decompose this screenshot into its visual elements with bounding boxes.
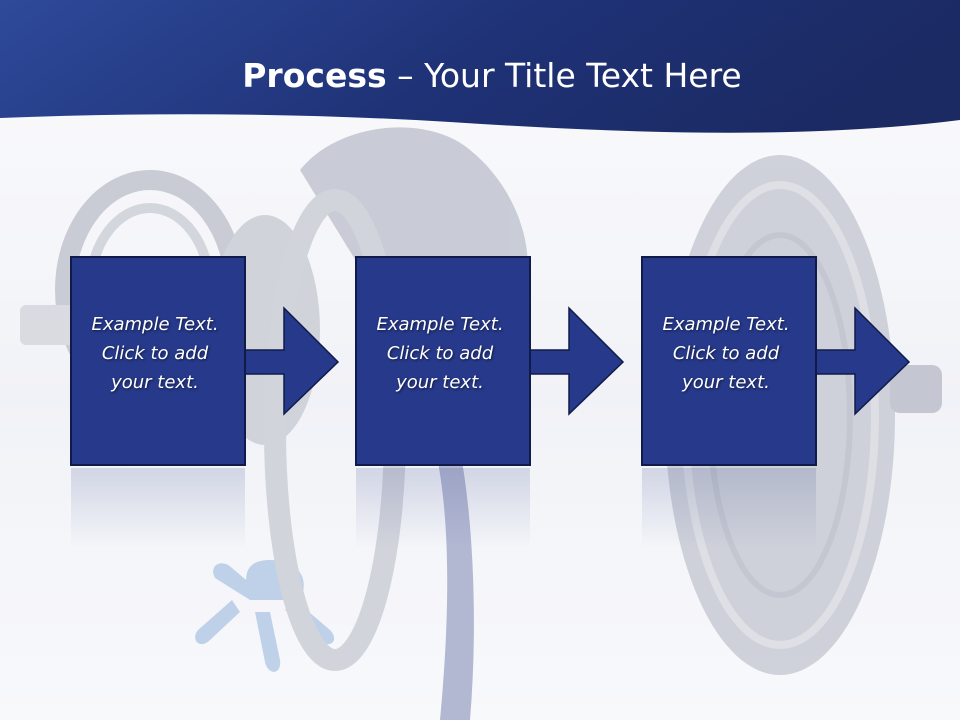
process-step-shape (355, 256, 625, 466)
process-step-3[interactable]: Example Text. Click to add your text. (641, 256, 911, 466)
step-reflection (71, 468, 245, 548)
step-text-line: Click to add (386, 343, 494, 364)
step-text-line: Click to add (101, 343, 209, 364)
step-text-line: your text. (682, 372, 770, 393)
right-arrow-icon (524, 306, 625, 416)
process-step-1[interactable]: Example Text. Click to add your text. (70, 256, 340, 466)
step-reflection (356, 468, 530, 548)
step-text[interactable]: Example Text. Click to add your text. (355, 310, 525, 397)
step-text[interactable]: Example Text. Click to add your text. (641, 310, 811, 397)
slide-title[interactable]: Process – Your Title Text Here (0, 54, 960, 98)
process-step-2[interactable]: Example Text. Click to add your text. (355, 256, 625, 466)
title-band (0, 0, 960, 133)
step-text-line: Example Text. (376, 314, 504, 335)
step-text-line: Example Text. (91, 314, 219, 335)
step-text-line: Click to add (672, 343, 780, 364)
process-step-shape (641, 256, 911, 466)
step-text[interactable]: Example Text. Click to add your text. (70, 310, 240, 397)
title-bold: Process (242, 56, 387, 95)
process-step-shape (70, 256, 340, 466)
step-reflection (642, 468, 816, 548)
step-text-line: your text. (111, 372, 199, 393)
step-text-line: your text. (396, 372, 484, 393)
title-rest: – Your Title Text Here (386, 56, 742, 95)
right-arrow-icon (810, 306, 911, 416)
step-text-line: Example Text. (662, 314, 790, 335)
right-arrow-icon (239, 306, 340, 416)
